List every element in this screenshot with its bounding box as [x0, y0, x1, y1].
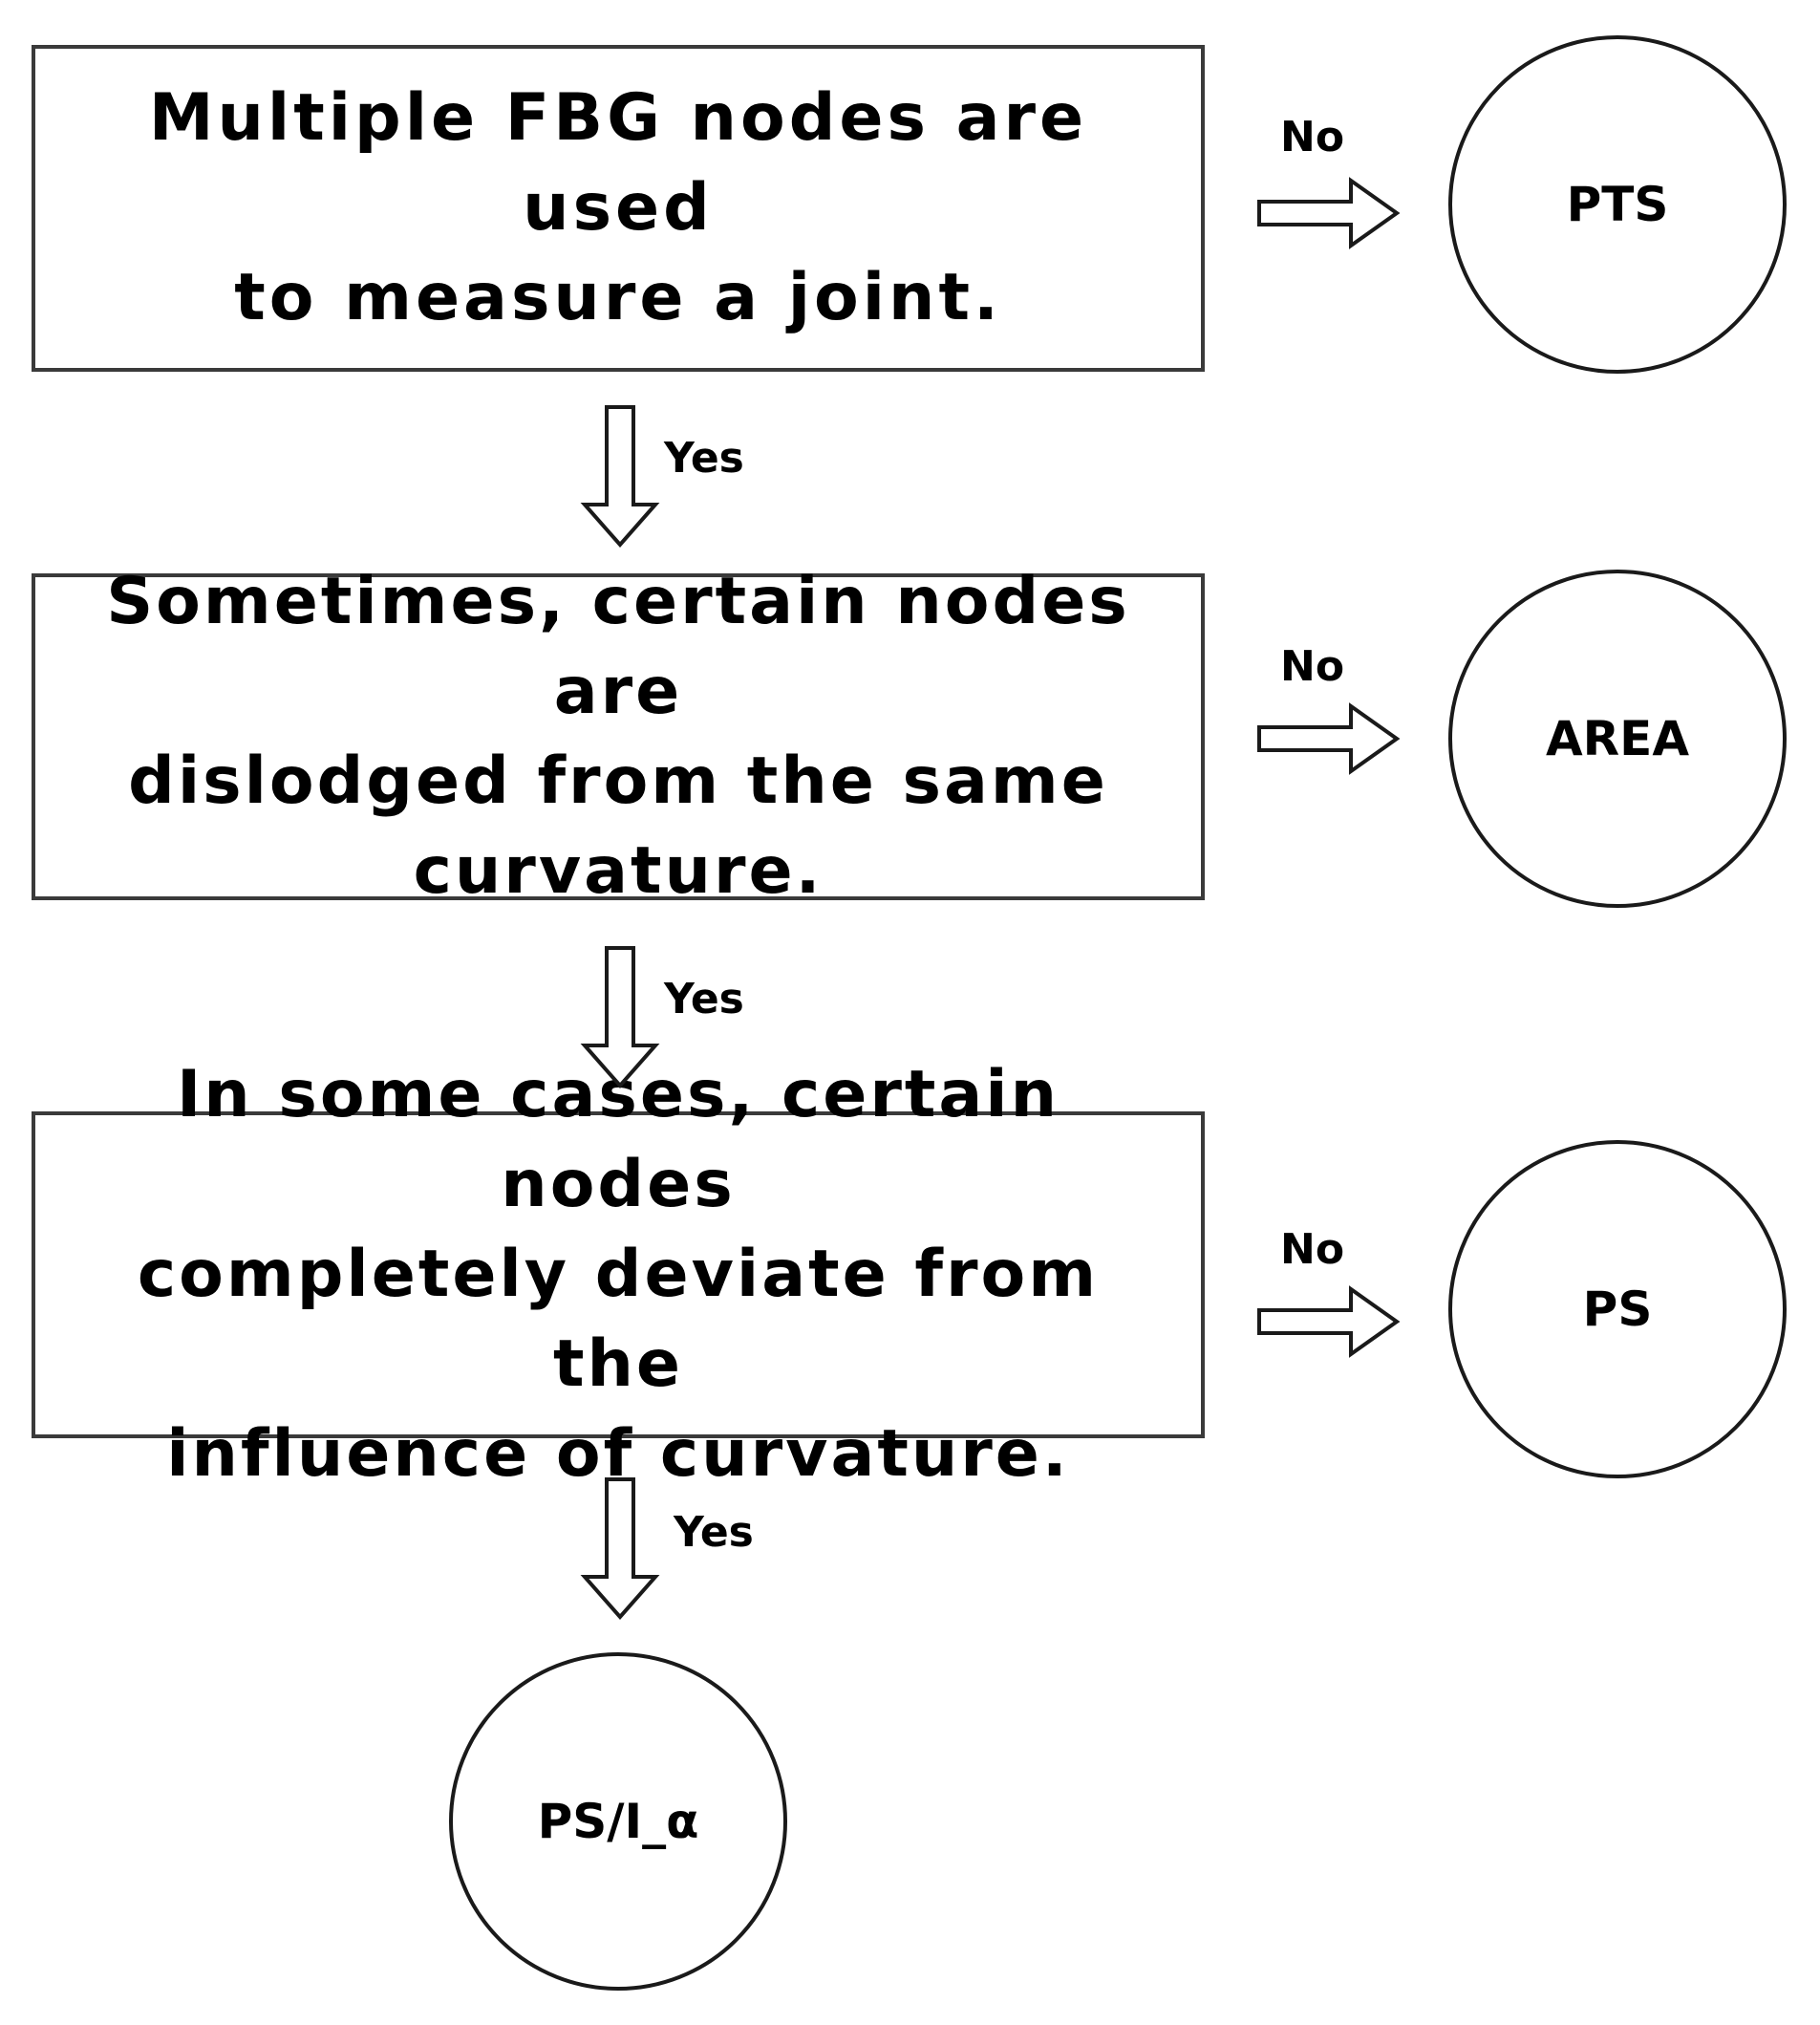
decision-box-3: In some cases, certain nodes completely …	[32, 1057, 1205, 1492]
decision-text-3: In some cases, certain nodes completely …	[137, 1057, 1100, 1492]
decision-box-2: Sometimes, certain nodes are dislodged f…	[32, 564, 1205, 909]
no-label-2: No	[1280, 642, 1345, 691]
yes-arrow-3	[580, 1477, 660, 1621]
decision-text-2: Sometimes, certain nodes are dislodged f…	[106, 564, 1130, 909]
decision-text-1: Multiple FBG nodes are used to measure a…	[148, 80, 1088, 335]
yes-label-3: Yes	[674, 1508, 754, 1557]
no-label-1: No	[1280, 113, 1345, 162]
yes-label-1: Yes	[664, 434, 744, 483]
outcome-label-ps-i-alpha: PS/I_α	[537, 1794, 699, 1849]
no-label-3: No	[1280, 1225, 1345, 1274]
decision-box-1: Multiple FBG nodes are used to measure a…	[32, 45, 1205, 372]
outcome-circle-pts: PTS	[1448, 35, 1787, 374]
no-arrow-3	[1257, 1285, 1401, 1358]
yes-label-2: Yes	[664, 975, 744, 1023]
outcome-label-ps: PS	[1582, 1282, 1653, 1337]
outcome-circle-area: AREA	[1448, 570, 1787, 908]
yes-arrow-1	[580, 405, 660, 549]
no-arrow-1	[1257, 177, 1401, 249]
outcome-circle-ps: PS	[1448, 1140, 1787, 1478]
outcome-label-area: AREA	[1545, 711, 1690, 766]
outcome-circle-ps-i-alpha: PS/I_α	[449, 1652, 787, 1991]
outcome-label-pts: PTS	[1566, 177, 1669, 232]
no-arrow-2	[1257, 702, 1401, 775]
yes-arrow-2	[580, 946, 660, 1089]
